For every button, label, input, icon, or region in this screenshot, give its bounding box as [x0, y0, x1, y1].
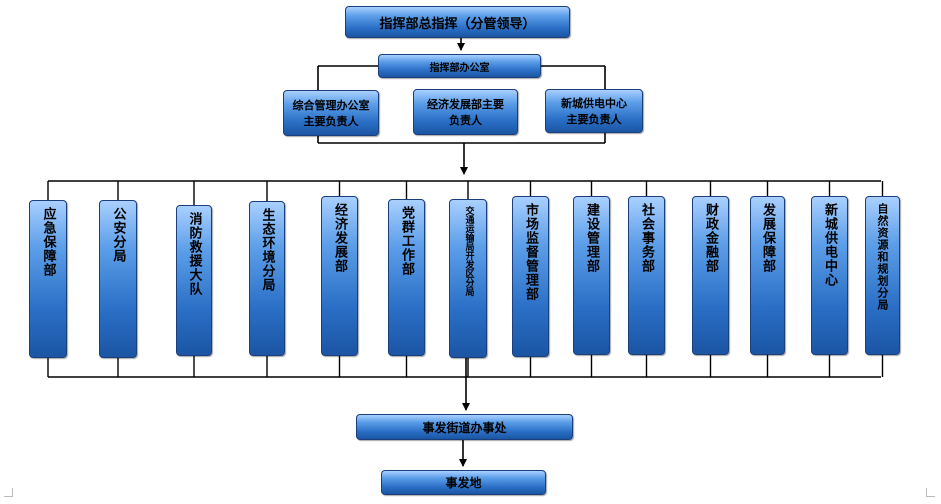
- dept-power-center: 新城供电中心: [811, 196, 848, 355]
- command-office-box: 指挥部办公室: [378, 54, 541, 78]
- incident-site-box: 事发地: [381, 470, 546, 495]
- dept-fire-rescue: 消防救援大队: [176, 205, 212, 356]
- leader-box-economic-dept: 经济发展部主要负责人: [413, 89, 518, 135]
- dept-construction: 建设管理部: [573, 196, 610, 355]
- dept-economic: 经济发展部: [321, 196, 358, 356]
- leader-box-power-center: 新城供电中心主要负责人: [545, 89, 643, 133]
- dept-ecology: 生态环境分局: [249, 201, 285, 356]
- dept-party-mass: 党群工作部: [388, 199, 425, 356]
- dept-transport: 交通运输局开发区分局: [449, 199, 487, 358]
- dept-natural-resources: 自然资源和规划分局: [865, 196, 900, 355]
- page-corner-mark: [4, 488, 13, 497]
- street-office-box: 事发街道办事处: [356, 414, 573, 440]
- dept-development-support: 发展保障部: [750, 196, 785, 355]
- dept-social-affairs: 社会事务部: [628, 196, 665, 355]
- dept-emergency: 应急保障部: [29, 200, 67, 358]
- dept-finance: 财政金融部: [692, 196, 729, 355]
- page-corner-mark: [926, 488, 935, 497]
- dept-market-supervision: 市场监督管理部: [512, 196, 549, 357]
- leader-box-management-office: 综合管理办公室主要负责人: [283, 90, 379, 136]
- commander-box: 指挥部总指挥（分管领导）: [345, 6, 570, 38]
- dept-public-security: 公安分局: [99, 200, 137, 358]
